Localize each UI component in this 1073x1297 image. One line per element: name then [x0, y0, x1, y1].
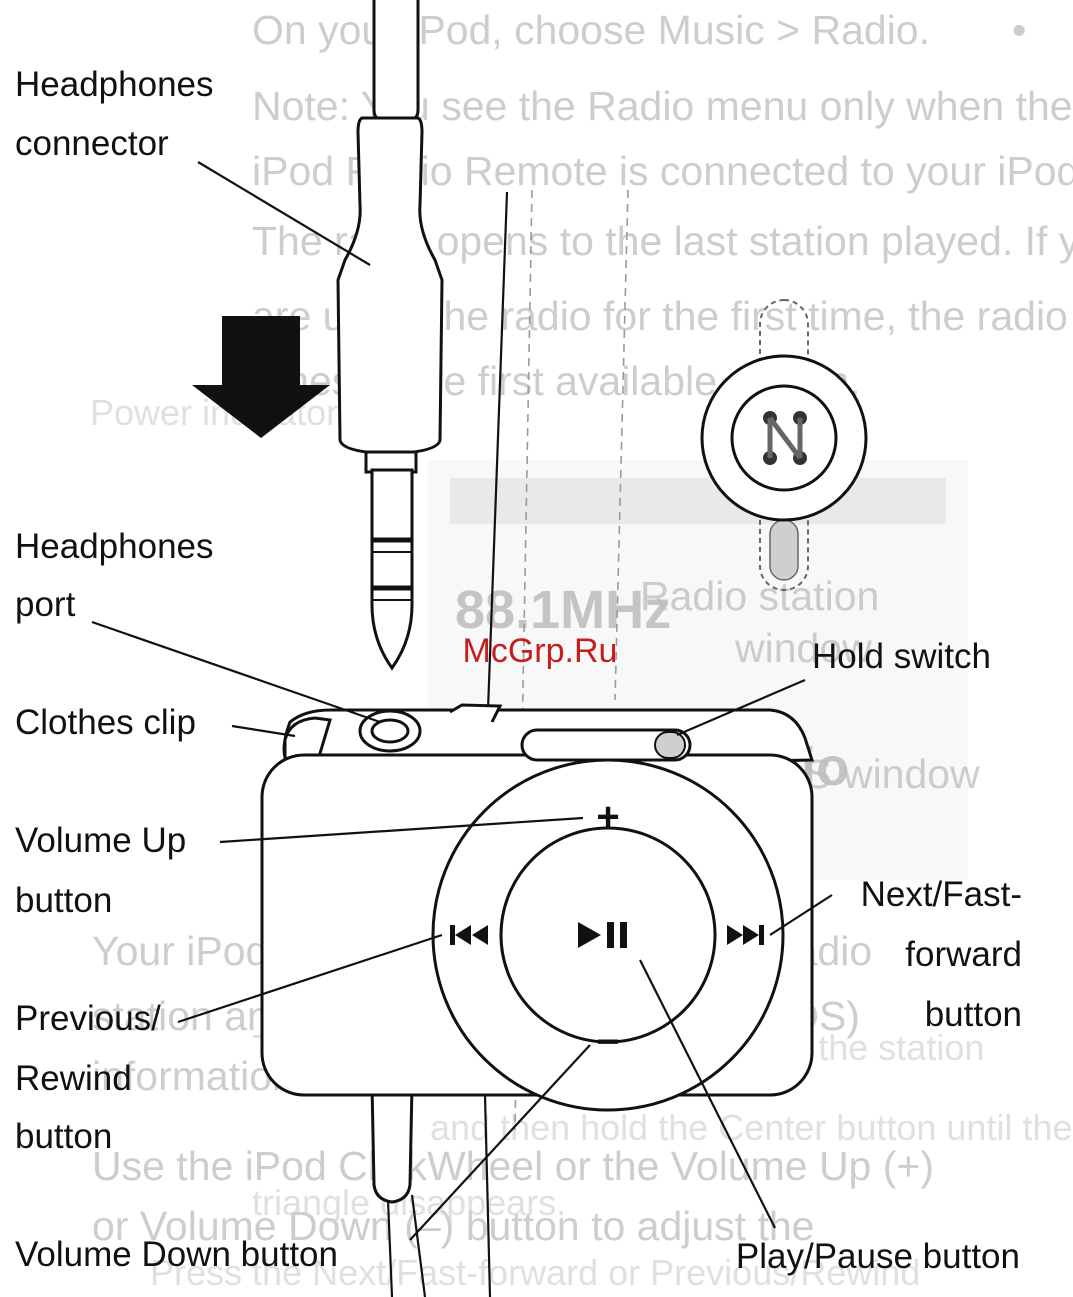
bg-screen-title-bar [450, 478, 946, 524]
bg-line-1: On your iPod, choose Music > Radio. [252, 7, 930, 53]
bg-faint-4: Press the Next/Fast-forward or Previous/… [150, 1252, 920, 1293]
label-previous-2: Rewind [15, 1059, 132, 1098]
antenna-wire [483, 191, 509, 1297]
volume-down-symbol: − [596, 1020, 619, 1064]
volume-up-symbol: + [596, 795, 619, 839]
headphones-connector [336, 0, 444, 671]
label-next-3: button [925, 995, 1022, 1034]
clip-detail-illustration [700, 299, 868, 591]
dashed-guides [514, 189, 629, 1131]
leader-hold-switch [676, 678, 806, 737]
label-next-2: forward [905, 935, 1022, 974]
bg-bullet: • [1012, 7, 1026, 53]
remote-cable [370, 1084, 414, 1204]
bg-frequency: 88.1MHz [455, 580, 671, 640]
label-headphones-connector-1: Headphones [15, 65, 214, 104]
bg-faint-2: and then hold the Center button until th… [430, 1107, 1073, 1148]
leader-volume-up [219, 816, 584, 844]
previous-icon [450, 925, 488, 945]
leader-play-pause [639, 959, 776, 1229]
labels: Headphones connector Headphones port Clo… [15, 65, 1022, 1276]
leader-volume-down [409, 1044, 591, 1241]
watermark: McGrp.Ru [463, 632, 618, 670]
label-clothes-clip: Clothes clip [15, 703, 196, 742]
label-volume-down: Volume Down button [15, 1235, 338, 1274]
bg-radio-station-2: window [734, 625, 872, 671]
label-hold-switch: Hold switch [812, 637, 991, 676]
insert-direction-arrow-icon [192, 316, 330, 438]
leader-clothes-clip [231, 724, 296, 738]
label-headphones-port-1: Headphones [15, 527, 214, 566]
leader-headphones-connector [197, 161, 371, 266]
bg-lower-5: or Volume Down (–) button to adjust the [92, 1203, 814, 1249]
label-headphones-connector-2: connector [15, 124, 169, 163]
dashed-guide-left [514, 189, 533, 1131]
label-volume-up-2: button [15, 881, 112, 920]
dashed-guide-right [614, 189, 629, 701]
radio-remote-device: + − [260, 703, 815, 1297]
leader-previous [177, 933, 443, 1024]
leader-next [769, 894, 833, 936]
label-previous-3: button [15, 1117, 112, 1156]
label-next-1: Next/Fast- [861, 875, 1022, 914]
leader-headphones-port [91, 620, 381, 724]
play-pause-icon [578, 922, 627, 948]
label-play-pause: Play/Pause button [736, 1237, 1020, 1276]
bg-radio-station-1: Radio station [640, 573, 879, 619]
leader-lines [91, 161, 833, 1241]
bg-lower-4: Use the iPod ClickWheel or the Volume Up… [92, 1143, 934, 1189]
next-icon [727, 925, 764, 945]
label-volume-up-1: Volume Up [15, 821, 186, 860]
label-previous-1: Previous/ [15, 999, 161, 1038]
label-headphones-port-2: port [15, 585, 76, 624]
